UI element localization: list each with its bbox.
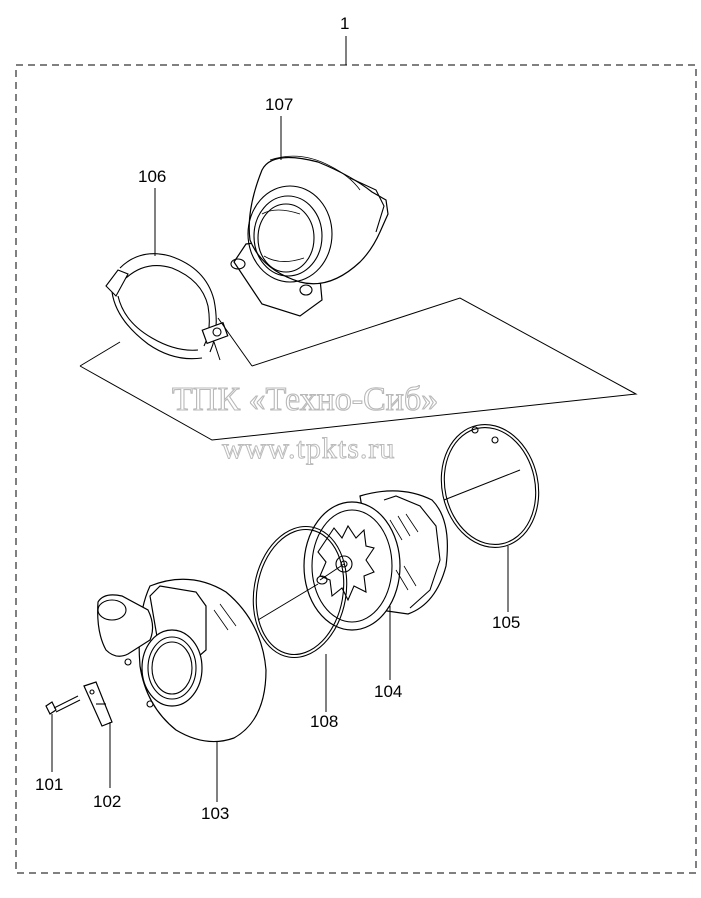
watermark-url: www.tpkts.ru xyxy=(222,432,395,465)
callout-106: 106 xyxy=(138,167,166,186)
assembly-guides xyxy=(79,297,638,621)
part-101-bolt xyxy=(45,695,81,715)
callout-108: 108 xyxy=(310,712,338,731)
part-105-snap-ring xyxy=(440,423,540,549)
part-108-o-ring xyxy=(252,525,348,659)
watermark-title: ТПК «Техно-Сиб» xyxy=(172,381,438,418)
callout-107: 107 xyxy=(265,95,293,114)
callout-102: 102 xyxy=(93,792,121,811)
part-106-v-band-clamp xyxy=(105,253,229,361)
part-102-lock-plate xyxy=(83,681,113,727)
leader-lines xyxy=(51,116,509,802)
assembly-frame xyxy=(15,64,697,874)
part-107-turbine-housing xyxy=(230,155,389,317)
callout-101: 101 xyxy=(35,775,63,794)
part-104-core-cartridge xyxy=(303,490,448,631)
callout-105: 105 xyxy=(492,613,520,632)
callout-103: 103 xyxy=(201,804,229,823)
assembly-label: 1 xyxy=(340,14,349,33)
callout-104: 104 xyxy=(374,682,402,701)
part-103-compressor-housing xyxy=(97,578,267,743)
